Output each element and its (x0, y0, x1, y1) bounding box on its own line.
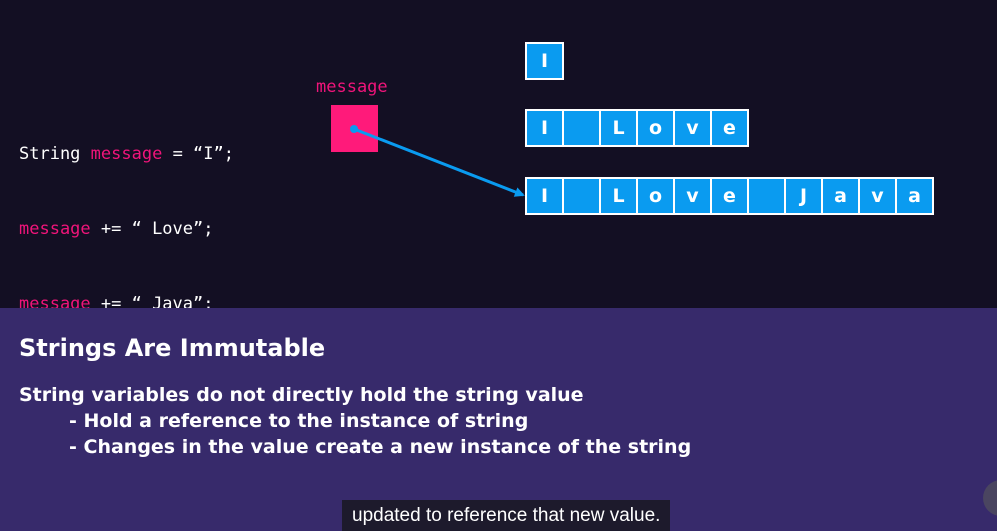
code-text: += “ Love”; (90, 219, 214, 239)
diagram-area: String message = “I”; message += “ Love”… (19, 42, 934, 314)
code-variable: message (90, 144, 163, 164)
char-cell: I (527, 179, 564, 215)
bullet-item: - Changes in the value create a new inst… (69, 436, 692, 458)
char-cell: o (638, 179, 675, 215)
slide-heading: Strings Are Immutable (19, 334, 326, 362)
code-text: = “I”; (162, 144, 234, 164)
char-cell: e (712, 111, 749, 147)
char-cell (564, 179, 601, 215)
body-line: String variables do not directly hold th… (19, 384, 584, 406)
char-cell (749, 179, 786, 215)
char-cell: L (601, 111, 638, 147)
code-variable: message (19, 219, 91, 239)
char-cell: L (601, 179, 638, 215)
char-cell: o (638, 111, 675, 147)
char-cell: e (712, 179, 749, 215)
code-line-1: String message = “I”; (19, 142, 234, 167)
code-type-keyword: String (19, 144, 81, 164)
slide-body: String variables do not directly hold th… (19, 382, 691, 460)
char-cell: J (786, 179, 823, 215)
bullet-item: - Hold a reference to the instance of st… (69, 410, 529, 432)
char-cell: I (527, 111, 564, 147)
text-panel: Strings Are Immutable String variables d… (0, 308, 997, 531)
char-cell: v (675, 179, 712, 215)
char-cell: v (860, 179, 897, 215)
reference-arrow (350, 125, 525, 197)
variable-label: message (316, 77, 388, 97)
code-line-2: message += “ Love”; (19, 217, 234, 242)
char-cell (564, 111, 601, 147)
player-control-button[interactable] (983, 480, 997, 516)
reference-line (353, 127, 525, 197)
subtitle-caption: updated to reference that new value. (342, 500, 671, 531)
char-cell: a (897, 179, 934, 215)
char-cell: a (823, 179, 860, 215)
char-cell: I (527, 44, 564, 80)
string-instance-1: I (525, 42, 564, 80)
char-cell: v (675, 111, 712, 147)
